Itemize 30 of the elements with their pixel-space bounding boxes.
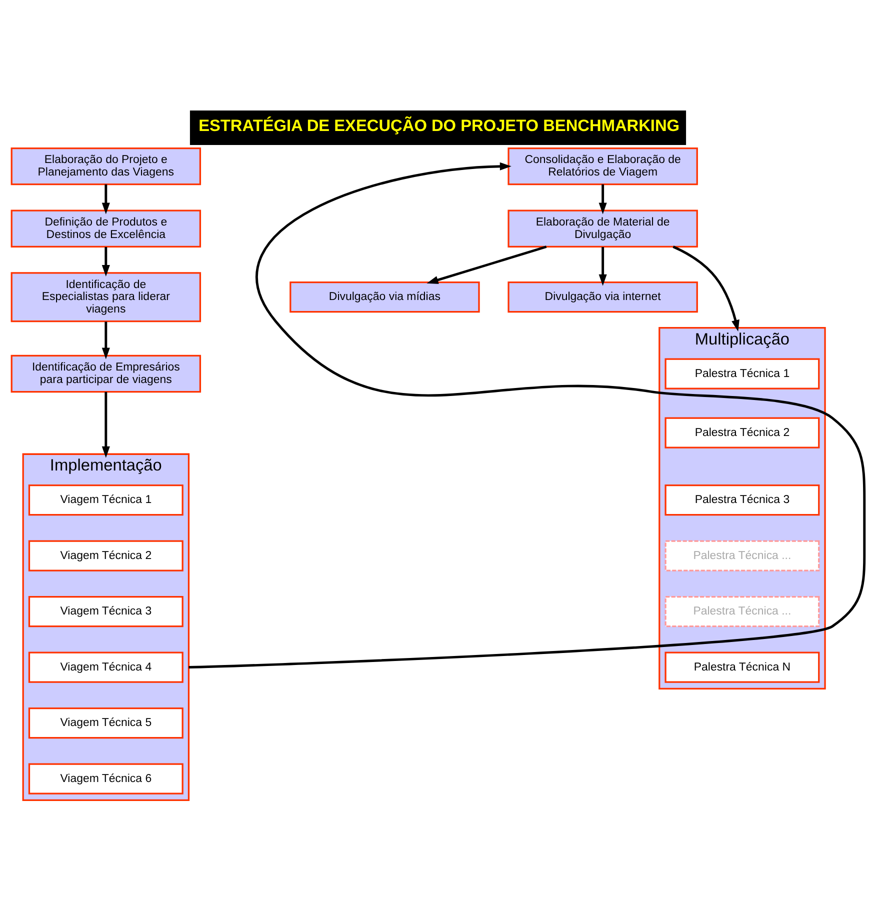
arrow	[188, 162, 866, 668]
node-box: Palestra Técnica N	[664, 652, 820, 683]
node-box: Palestra Técnica ...	[664, 596, 820, 628]
arrow	[598, 184, 607, 214]
node-box: Elaboração de Material de Divulgação	[508, 210, 698, 248]
node-box: Identificação de Especialistas para liderar viagens	[10, 272, 202, 322]
arrow	[598, 247, 607, 286]
node-box: Definição de Produtos e Destinos de Excelência	[10, 210, 202, 248]
node-box: Palestra Técnica 2	[664, 417, 820, 448]
node-box: Viagem Técnica 4	[28, 652, 184, 683]
diagram-title: ESTRATÉGIA DE EXECUÇÃO DO PROJETO BENCHMARKING	[198, 117, 680, 136]
node-box: Viagem Técnica 6	[28, 763, 184, 794]
node-box: Viagem Técnica 3	[28, 596, 184, 628]
arrow	[102, 392, 110, 458]
node-box: Palestra Técnica ...	[664, 540, 820, 572]
node-box: Viagem Técnica 1	[28, 484, 184, 516]
arrow	[102, 247, 110, 277]
arrow	[102, 184, 110, 214]
node-box: Viagem Técnica 2	[28, 540, 184, 572]
node-box: Divulgação via internet	[508, 282, 698, 313]
node-box: Consolidação e Elaboração de Relatórios de Viagem	[508, 147, 698, 186]
arrow	[102, 322, 110, 360]
arrow	[426, 246, 547, 284]
arrow	[672, 246, 740, 332]
node-box: Elaboração do Projeto e Planejamento das Viagens	[10, 147, 202, 186]
node-box: Palestra Técnica 3	[664, 484, 820, 516]
node-box: Divulgação via mídias	[290, 282, 480, 313]
node-box: Viagem Técnica 5	[28, 708, 184, 739]
node-box: Palestra Técnica 1	[664, 358, 820, 390]
node-box: Identificação de Empresários para participar de viagens	[10, 354, 202, 393]
